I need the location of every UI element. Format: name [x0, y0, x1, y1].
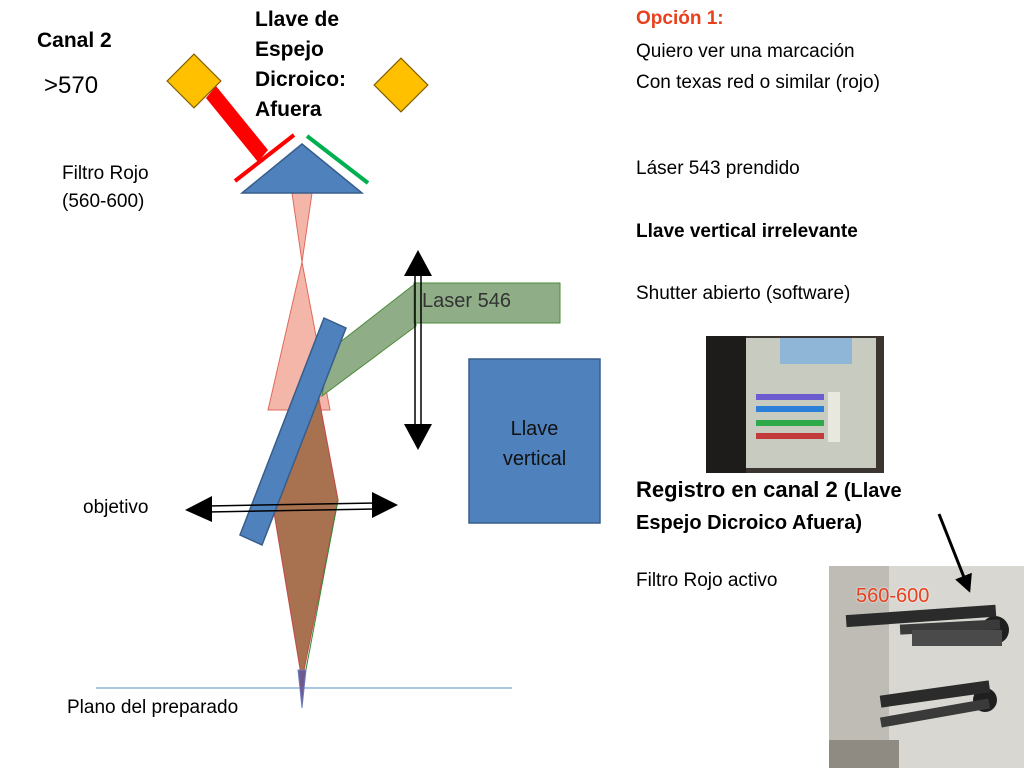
mirror-key-title-line: Espejo	[255, 38, 324, 61]
filter-label-line: (560-600)	[62, 191, 145, 212]
register-title: Registro en canal 2 (Llave Espejo Dicroi…	[636, 474, 902, 539]
mirror-key-title-line: Llave de	[255, 8, 340, 31]
green-filter-line	[305, 134, 370, 185]
red-filter-line	[233, 133, 296, 183]
emission-cone-upper	[291, 192, 313, 263]
yellow-square-left	[166, 53, 222, 109]
vertical-key-box	[468, 358, 601, 524]
filter-wheel-photo	[829, 566, 1024, 768]
mirror-key-title: Llave de Espejo Dicroico: Afuera	[255, 5, 346, 125]
laser-box	[413, 282, 561, 324]
option-description-line: Con texas red o similar (rojo)	[636, 72, 880, 93]
objective-label: objetivo	[83, 497, 149, 518]
option-title: Opción 1:	[636, 8, 724, 29]
mirror-key-title-line: Afuera	[255, 98, 322, 121]
register-main: Registro en canal 2	[636, 477, 838, 502]
filter-prism	[239, 143, 365, 194]
photo-filter-label: 560-600	[856, 585, 930, 607]
dichroic-mirror	[239, 316, 347, 547]
wavelength-label: >570	[44, 72, 99, 99]
option-description-line: Quiero ver una marcación	[636, 41, 855, 62]
register-paren-1: (Llave	[843, 480, 902, 502]
filter-label-line: Filtro Rojo	[62, 163, 149, 184]
left-right-arrow-icon	[185, 492, 398, 522]
canal-title: Canal 2	[37, 29, 112, 52]
laser-on-text: Láser 543 prendido	[636, 158, 800, 179]
green-edge-line	[303, 499, 339, 681]
up-down-arrow-icon	[404, 250, 432, 450]
yellow-square-right	[373, 57, 429, 113]
vertical-key-label: Llave vertical	[469, 414, 600, 474]
shutter-text: Shutter abierto (software)	[636, 283, 851, 304]
software-screenshot-photo	[706, 336, 884, 473]
register-paren-2: Espejo Dicroico Afuera)	[636, 512, 862, 534]
vertical-key-label-line: Llave	[510, 418, 559, 440]
focus-tip	[297, 669, 307, 709]
vertical-key-label-line: vertical	[502, 448, 567, 470]
mirror-key-handle	[206, 86, 268, 162]
laser-label: Laser 546	[422, 290, 511, 312]
option-description: Quiero ver una marcación Con texas red o…	[636, 36, 880, 98]
mirror-key-title-line: Dicroico:	[255, 68, 347, 91]
sample-plane-label: Plano del preparado	[67, 697, 239, 718]
pointer-arrow-icon	[937, 513, 972, 593]
filter-label: Filtro Rojo (560-600)	[62, 160, 149, 216]
vertical-irrelevant-text: Llave vertical irrelevante	[636, 221, 858, 242]
filter-active-text: Filtro Rojo activo	[636, 570, 778, 591]
